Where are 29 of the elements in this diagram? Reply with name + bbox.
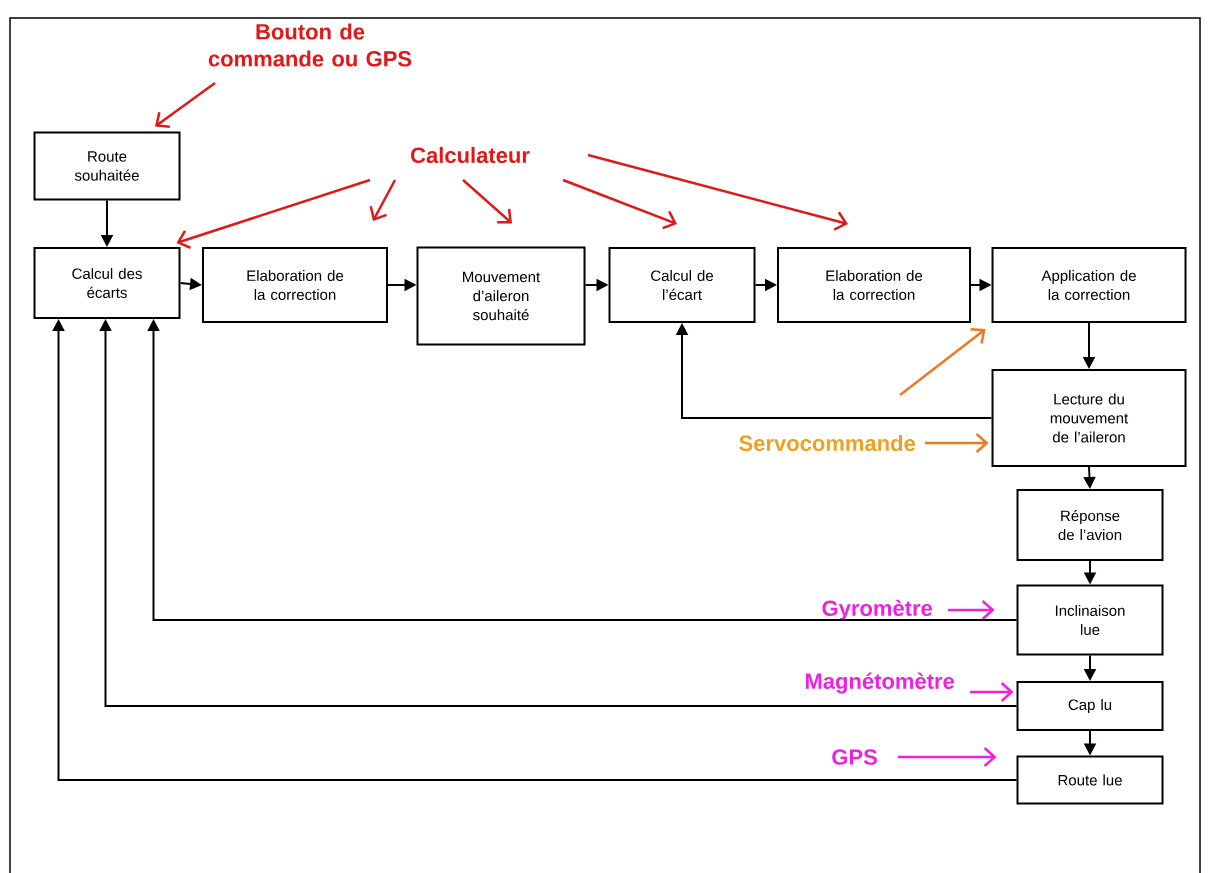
- arrow: [898, 747, 997, 767]
- arrow: [562, 178, 677, 230]
- process-box: Lecture du mouvement de l’aileron: [991, 369, 1187, 467]
- process-box: Cap lu: [1016, 681, 1164, 731]
- arrow: [176, 178, 371, 250]
- process-box: Application de la correction: [991, 247, 1187, 323]
- arrow: [587, 153, 848, 231]
- process-box: Elaboration de la correction: [202, 247, 388, 323]
- arrow: [155, 82, 216, 129]
- component-label: Bouton de commande ou GPS: [208, 23, 412, 67]
- component-label: Magnétomètre: [805, 672, 955, 694]
- process-box: Réponse de l’avion: [1016, 489, 1164, 561]
- component-label: Calculateur: [411, 146, 530, 164]
- arrow: [369, 179, 397, 221]
- arrow: [899, 327, 986, 396]
- process-box: Inclinaison lue: [1016, 584, 1164, 656]
- process-box: Calcul des écarts: [33, 247, 181, 319]
- component-label: Servocommande: [739, 434, 916, 452]
- process-box: Mouvement d’aileron souhaité: [416, 246, 586, 346]
- arrow: [925, 433, 989, 453]
- process-box: Calcul de l’écart: [608, 247, 756, 323]
- component-label: Gyromètre: [822, 599, 933, 621]
- process-box: Route lue: [1016, 755, 1164, 805]
- arrow: [462, 179, 512, 224]
- process-box: Route souhaitée: [33, 131, 181, 201]
- arrow: [948, 600, 995, 620]
- arrow: [970, 682, 1014, 702]
- component-label: GPS: [832, 749, 877, 765]
- process-box: Elaboration de la correction: [777, 247, 971, 323]
